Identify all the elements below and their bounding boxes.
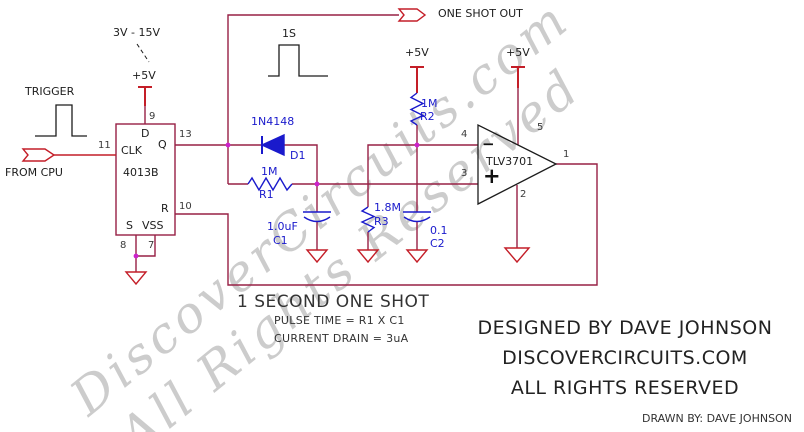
wire-chip-gnd xyxy=(135,235,156,272)
r1-ref-label: R1 xyxy=(259,188,274,201)
resistor-r3 xyxy=(360,206,376,233)
vdd-symbol-chip xyxy=(138,86,152,106)
comp-pin-1: 1 xyxy=(563,149,570,160)
c1-value-label: 1.0uF xyxy=(267,220,298,233)
power-elements xyxy=(21,8,531,286)
wire-ref-node-to-minus-input xyxy=(367,144,478,207)
junction-dots xyxy=(133,142,420,259)
trigger-label: TRIGGER xyxy=(25,85,75,98)
circuit-title: 1 SECOND ONE SHOT xyxy=(237,292,430,312)
vdd-symbol-comp xyxy=(511,66,525,88)
r3-value-label: 1.8M xyxy=(374,201,401,214)
ff-port-q: Q xyxy=(158,138,167,151)
wire-oneshot-out xyxy=(227,14,399,184)
pulse-width-label: 1S xyxy=(282,27,296,40)
vdd-symbol-r2 xyxy=(410,66,424,93)
ground-symbol-r3 xyxy=(356,249,380,264)
junction-chip-gnd xyxy=(133,253,139,259)
ff-port-s: S xyxy=(126,219,133,232)
ff-port-clk: CLK xyxy=(121,144,143,157)
ff-pin-9: 9 xyxy=(149,111,156,122)
r2-value-label: 1M xyxy=(421,97,438,110)
resistor-r1 xyxy=(247,176,293,192)
junction-timing-node xyxy=(314,181,320,187)
d1-ref-label: D1 xyxy=(290,149,306,162)
comparator-triangle xyxy=(477,123,558,206)
ground-symbol-c1 xyxy=(305,249,329,264)
from-cpu-label: FROM CPU xyxy=(5,166,63,179)
comp-pin-2: 2 xyxy=(520,189,527,200)
r2-ref-label: R2 xyxy=(420,110,435,123)
wire-diode-to-node xyxy=(284,144,318,184)
annotations xyxy=(35,43,558,206)
vdd-chip-label: +5V xyxy=(132,69,156,82)
comparator-minus-symbol: − xyxy=(482,135,495,153)
comparator-part-label: TLV3701 xyxy=(486,155,534,168)
r1-value-label: 1M xyxy=(261,165,278,178)
ground-symbol-c2 xyxy=(405,249,429,264)
credits-block: DESIGNED BY DAVE JOHNSON DISCOVERCIRCUIT… xyxy=(455,313,795,403)
ff-pin-11: 11 xyxy=(98,140,111,151)
ff-pin-13: 13 xyxy=(179,129,192,140)
ff-port-d: D xyxy=(141,127,150,140)
comp-pin-4: 4 xyxy=(461,129,468,140)
supply-range-leader xyxy=(136,43,150,63)
ground-symbol-comp xyxy=(503,247,531,264)
trigger-waveform xyxy=(35,104,87,137)
capacitor-c1 xyxy=(303,211,331,223)
ff-pin-7: 7 xyxy=(148,240,155,251)
input-connector-arrow xyxy=(21,148,56,162)
pulse-time-note: PULSE TIME = R1 X C1 xyxy=(274,314,405,327)
junction-ref-node xyxy=(414,142,420,148)
ground-symbol-chip xyxy=(124,271,148,286)
junction-q-node xyxy=(225,142,231,148)
vdd-comp-label: +5V xyxy=(506,46,530,59)
one-shot-out-label: ONE SHOT OUT xyxy=(438,7,523,20)
c1-ref-label: C1 xyxy=(273,234,288,247)
ff-pin-10: 10 xyxy=(179,201,192,212)
d1-part-label: 1N4148 xyxy=(251,115,295,128)
flip-flop-body xyxy=(115,123,176,236)
output-pulse-waveform xyxy=(268,44,328,77)
comp-pin-5: 5 xyxy=(537,122,544,133)
ff-pin-8: 8 xyxy=(120,240,127,251)
r3-ref-label: R3 xyxy=(374,215,389,228)
comparator-plus-symbol: + xyxy=(483,164,501,188)
diode-d1 xyxy=(260,133,285,157)
drawn-by-line: DRAWN BY: DAVE JOHNSON xyxy=(642,412,792,425)
c2-value-label: 0.1 xyxy=(430,224,448,237)
resistor-r2 xyxy=(409,92,425,126)
current-drain-note: CURRENT DRAIN = 3uA xyxy=(274,332,409,345)
comp-pin-3: 3 xyxy=(461,168,468,179)
designed-by-line: DESIGNED BY DAVE JOHNSON xyxy=(477,317,773,339)
ff-port-r: R xyxy=(161,202,169,215)
ff-port-vss: VSS xyxy=(142,219,164,232)
supply-range-label: 3V - 15V xyxy=(113,26,161,39)
wire-feedback-to-reset xyxy=(175,163,598,286)
signal-wires xyxy=(115,14,598,286)
vdd-r2-label: +5V xyxy=(405,46,429,59)
components xyxy=(247,92,431,233)
ff-part-number: 4013B xyxy=(123,166,159,179)
output-connector-arrow xyxy=(397,8,427,22)
c2-ref-label: C2 xyxy=(430,237,445,250)
rights-line: ALL RIGHTS RESERVED xyxy=(510,377,740,399)
site-line: DISCOVERCIRCUITS.COM xyxy=(502,347,748,369)
capacitor-c2 xyxy=(403,211,431,223)
